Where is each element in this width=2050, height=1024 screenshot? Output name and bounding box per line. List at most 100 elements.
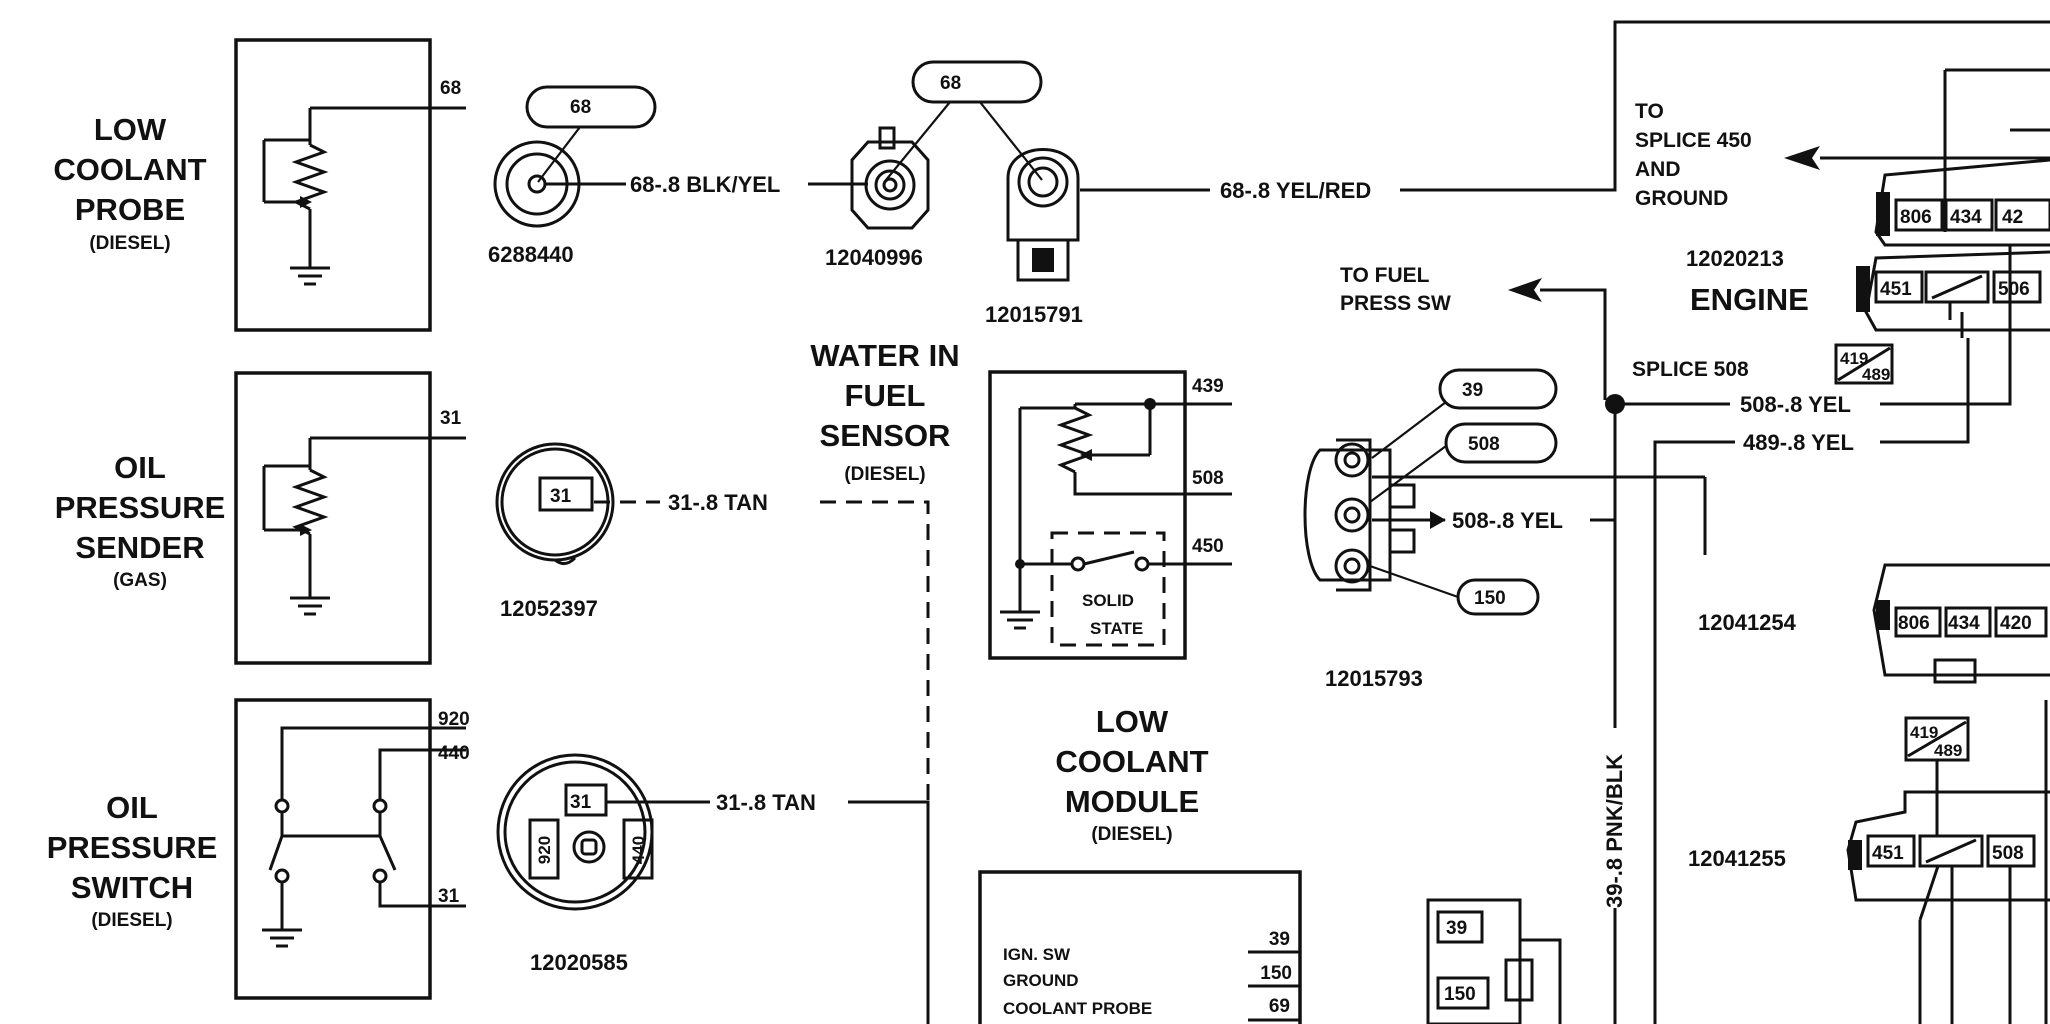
part-12015793: 12015793 bbox=[1325, 666, 1423, 691]
svg-text:PRESS SW: PRESS SW bbox=[1340, 292, 1451, 315]
part-12020213: 12020213 bbox=[1686, 246, 1784, 271]
probe-part-number: 6288440 bbox=[488, 242, 574, 267]
switch-pin-920: 920 bbox=[438, 709, 470, 730]
svg-text:920: 920 bbox=[535, 836, 554, 864]
svg-text:806: 806 bbox=[1898, 613, 1930, 634]
svg-text:150: 150 bbox=[1474, 588, 1506, 609]
svg-text:COOLANT: COOLANT bbox=[1055, 744, 1208, 779]
module-label-coolant-probe: COOLANT PROBE bbox=[1003, 999, 1152, 1018]
svg-text:PRESSURE: PRESSURE bbox=[55, 490, 226, 525]
to-fuel-press-note: TO FUEL PRESS SW bbox=[1340, 264, 1451, 315]
svg-text:440: 440 bbox=[629, 836, 648, 864]
svg-text:506: 506 bbox=[1998, 279, 2030, 300]
svg-text:39: 39 bbox=[1446, 918, 1467, 939]
part-12052397: 12052397 bbox=[500, 596, 598, 621]
wif-pin-439: 439 bbox=[1192, 376, 1224, 397]
svg-text:39: 39 bbox=[1462, 380, 1483, 401]
connector-12020585: 31 920 440 bbox=[496, 753, 654, 911]
svg-text:489: 489 bbox=[1862, 365, 1890, 384]
svg-text:TO FUEL: TO FUEL bbox=[1340, 264, 1430, 287]
svg-text:419: 419 bbox=[1840, 349, 1868, 368]
oil-pressure-sender-title: OIL PRESSURE SENDER (GAS) bbox=[55, 450, 226, 591]
svg-text:(DIESEL): (DIESEL) bbox=[844, 464, 925, 485]
svg-text:SENSOR: SENSOR bbox=[820, 418, 951, 453]
connector-12041255-split-pin: 419 489 bbox=[1904, 716, 1970, 762]
wire-31-tan-upper: 31-.8 TAN bbox=[668, 490, 768, 515]
svg-text:PRESSURE: PRESSURE bbox=[47, 830, 218, 865]
wire-31-tan-lower: 31-.8 TAN bbox=[716, 790, 816, 815]
svg-text:MODULE: MODULE bbox=[1065, 784, 1199, 819]
svg-text:451: 451 bbox=[1872, 843, 1904, 864]
wif-pin-450: 450 bbox=[1192, 536, 1224, 557]
svg-text:(DIESEL): (DIESEL) bbox=[89, 233, 170, 254]
svg-text:AND: AND bbox=[1635, 158, 1681, 181]
part-12041255: 12041255 bbox=[1688, 846, 1786, 871]
switch-pin-440: 440 bbox=[438, 743, 470, 764]
connector-12040996 bbox=[850, 126, 930, 230]
svg-text:508: 508 bbox=[1992, 843, 2024, 864]
module-pin-150: 150 bbox=[1260, 963, 1292, 984]
wif-connector-tags: 39 508 150 bbox=[1438, 368, 1558, 616]
connector-12041254: 806 434 420 bbox=[1872, 563, 2050, 684]
connector-12015793 bbox=[1303, 438, 1416, 592]
low-coolant-probe-symbol bbox=[234, 38, 466, 332]
svg-text:TO: TO bbox=[1635, 100, 1664, 123]
svg-text:FUEL: FUEL bbox=[845, 378, 926, 413]
svg-text:OIL: OIL bbox=[106, 790, 158, 825]
svg-text:419: 419 bbox=[1910, 723, 1938, 742]
engine-split-pin: 419 489 bbox=[1834, 343, 1894, 385]
wire-489-yel: 489-.8 YEL bbox=[1743, 430, 1854, 455]
svg-text:STATE: STATE bbox=[1090, 619, 1143, 638]
wire-68-blk-yel: 68-.8 BLK/YEL bbox=[630, 172, 780, 197]
wire-68-yel-red: 68-.8 YEL/RED bbox=[1220, 178, 1371, 203]
svg-text:(DIESEL): (DIESEL) bbox=[1091, 824, 1172, 845]
svg-text:434: 434 bbox=[1948, 613, 1980, 634]
probe-connector-tag: 68 bbox=[525, 85, 657, 129]
svg-text:68: 68 bbox=[940, 73, 961, 94]
module-pin-69: 69 bbox=[1269, 996, 1290, 1017]
water-in-fuel-sensor-title: WATER IN FUEL SENSOR (DIESEL) bbox=[810, 338, 959, 485]
svg-text:31: 31 bbox=[550, 486, 572, 507]
wire-508-yel-wif: 508-.8 YEL bbox=[1452, 508, 1563, 533]
svg-text:SWITCH: SWITCH bbox=[71, 870, 193, 905]
connector-12041255: 451 508 bbox=[1846, 790, 2050, 902]
part-12040996: 12040996 bbox=[825, 245, 923, 270]
wire-508-yel-splice: 508-.8 YEL bbox=[1740, 392, 1851, 417]
svg-text:451: 451 bbox=[1880, 279, 1912, 300]
engine-connector-12020213: 806 434 42 451 506 bbox=[1856, 158, 2050, 338]
svg-text:(GAS): (GAS) bbox=[113, 570, 167, 591]
low-coolant-module-box: IGN. SW GROUND COOLANT PROBE 39 150 69 bbox=[978, 870, 1302, 1024]
splice-508-label: SPLICE 508 bbox=[1632, 358, 1749, 381]
part-12041254: 12041254 bbox=[1698, 610, 1797, 635]
oil-pressure-switch-symbol bbox=[234, 698, 466, 1000]
svg-text:OIL: OIL bbox=[114, 450, 166, 485]
svg-text:31: 31 bbox=[570, 792, 592, 813]
svg-text:COOLANT: COOLANT bbox=[53, 152, 206, 187]
oil-pressure-sender-symbol bbox=[234, 371, 466, 665]
svg-text:SENDER: SENDER bbox=[75, 530, 204, 565]
module-pin-39: 39 bbox=[1269, 929, 1290, 950]
low-coolant-module-title: LOW COOLANT MODULE (DIESEL) bbox=[1055, 704, 1208, 845]
svg-text:806: 806 bbox=[1900, 207, 1932, 228]
svg-text:68: 68 bbox=[570, 97, 591, 118]
water-in-fuel-sensor-symbol: SOLID STATE bbox=[988, 370, 1232, 660]
part-12015791: 12015791 bbox=[985, 302, 1083, 327]
svg-text:42: 42 bbox=[2002, 207, 2023, 228]
svg-text:WATER IN: WATER IN bbox=[810, 338, 959, 373]
svg-text:GROUND: GROUND bbox=[1635, 187, 1728, 210]
oil-pressure-switch-title: OIL PRESSURE SWITCH (DIESEL) bbox=[47, 790, 218, 931]
module-connector: 39 150 bbox=[1426, 898, 1562, 1024]
engine-label: ENGINE bbox=[1690, 282, 1809, 317]
probe-pin-68: 68 bbox=[440, 78, 461, 99]
connector-12015791 bbox=[1006, 148, 1080, 282]
svg-text:SPLICE 450: SPLICE 450 bbox=[1635, 129, 1752, 152]
coolant-connector-tag: 68 bbox=[911, 60, 1043, 104]
svg-text:434: 434 bbox=[1950, 207, 1982, 228]
solid-state-label: SOLID bbox=[1082, 591, 1134, 610]
part-12020585: 12020585 bbox=[530, 950, 628, 975]
to-splice-450-note: TO SPLICE 450 AND GROUND bbox=[1635, 100, 1752, 210]
sender-pin-31: 31 bbox=[440, 408, 462, 429]
connector-12052397: 31 bbox=[495, 442, 615, 565]
svg-text:(DIESEL): (DIESEL) bbox=[91, 910, 172, 931]
